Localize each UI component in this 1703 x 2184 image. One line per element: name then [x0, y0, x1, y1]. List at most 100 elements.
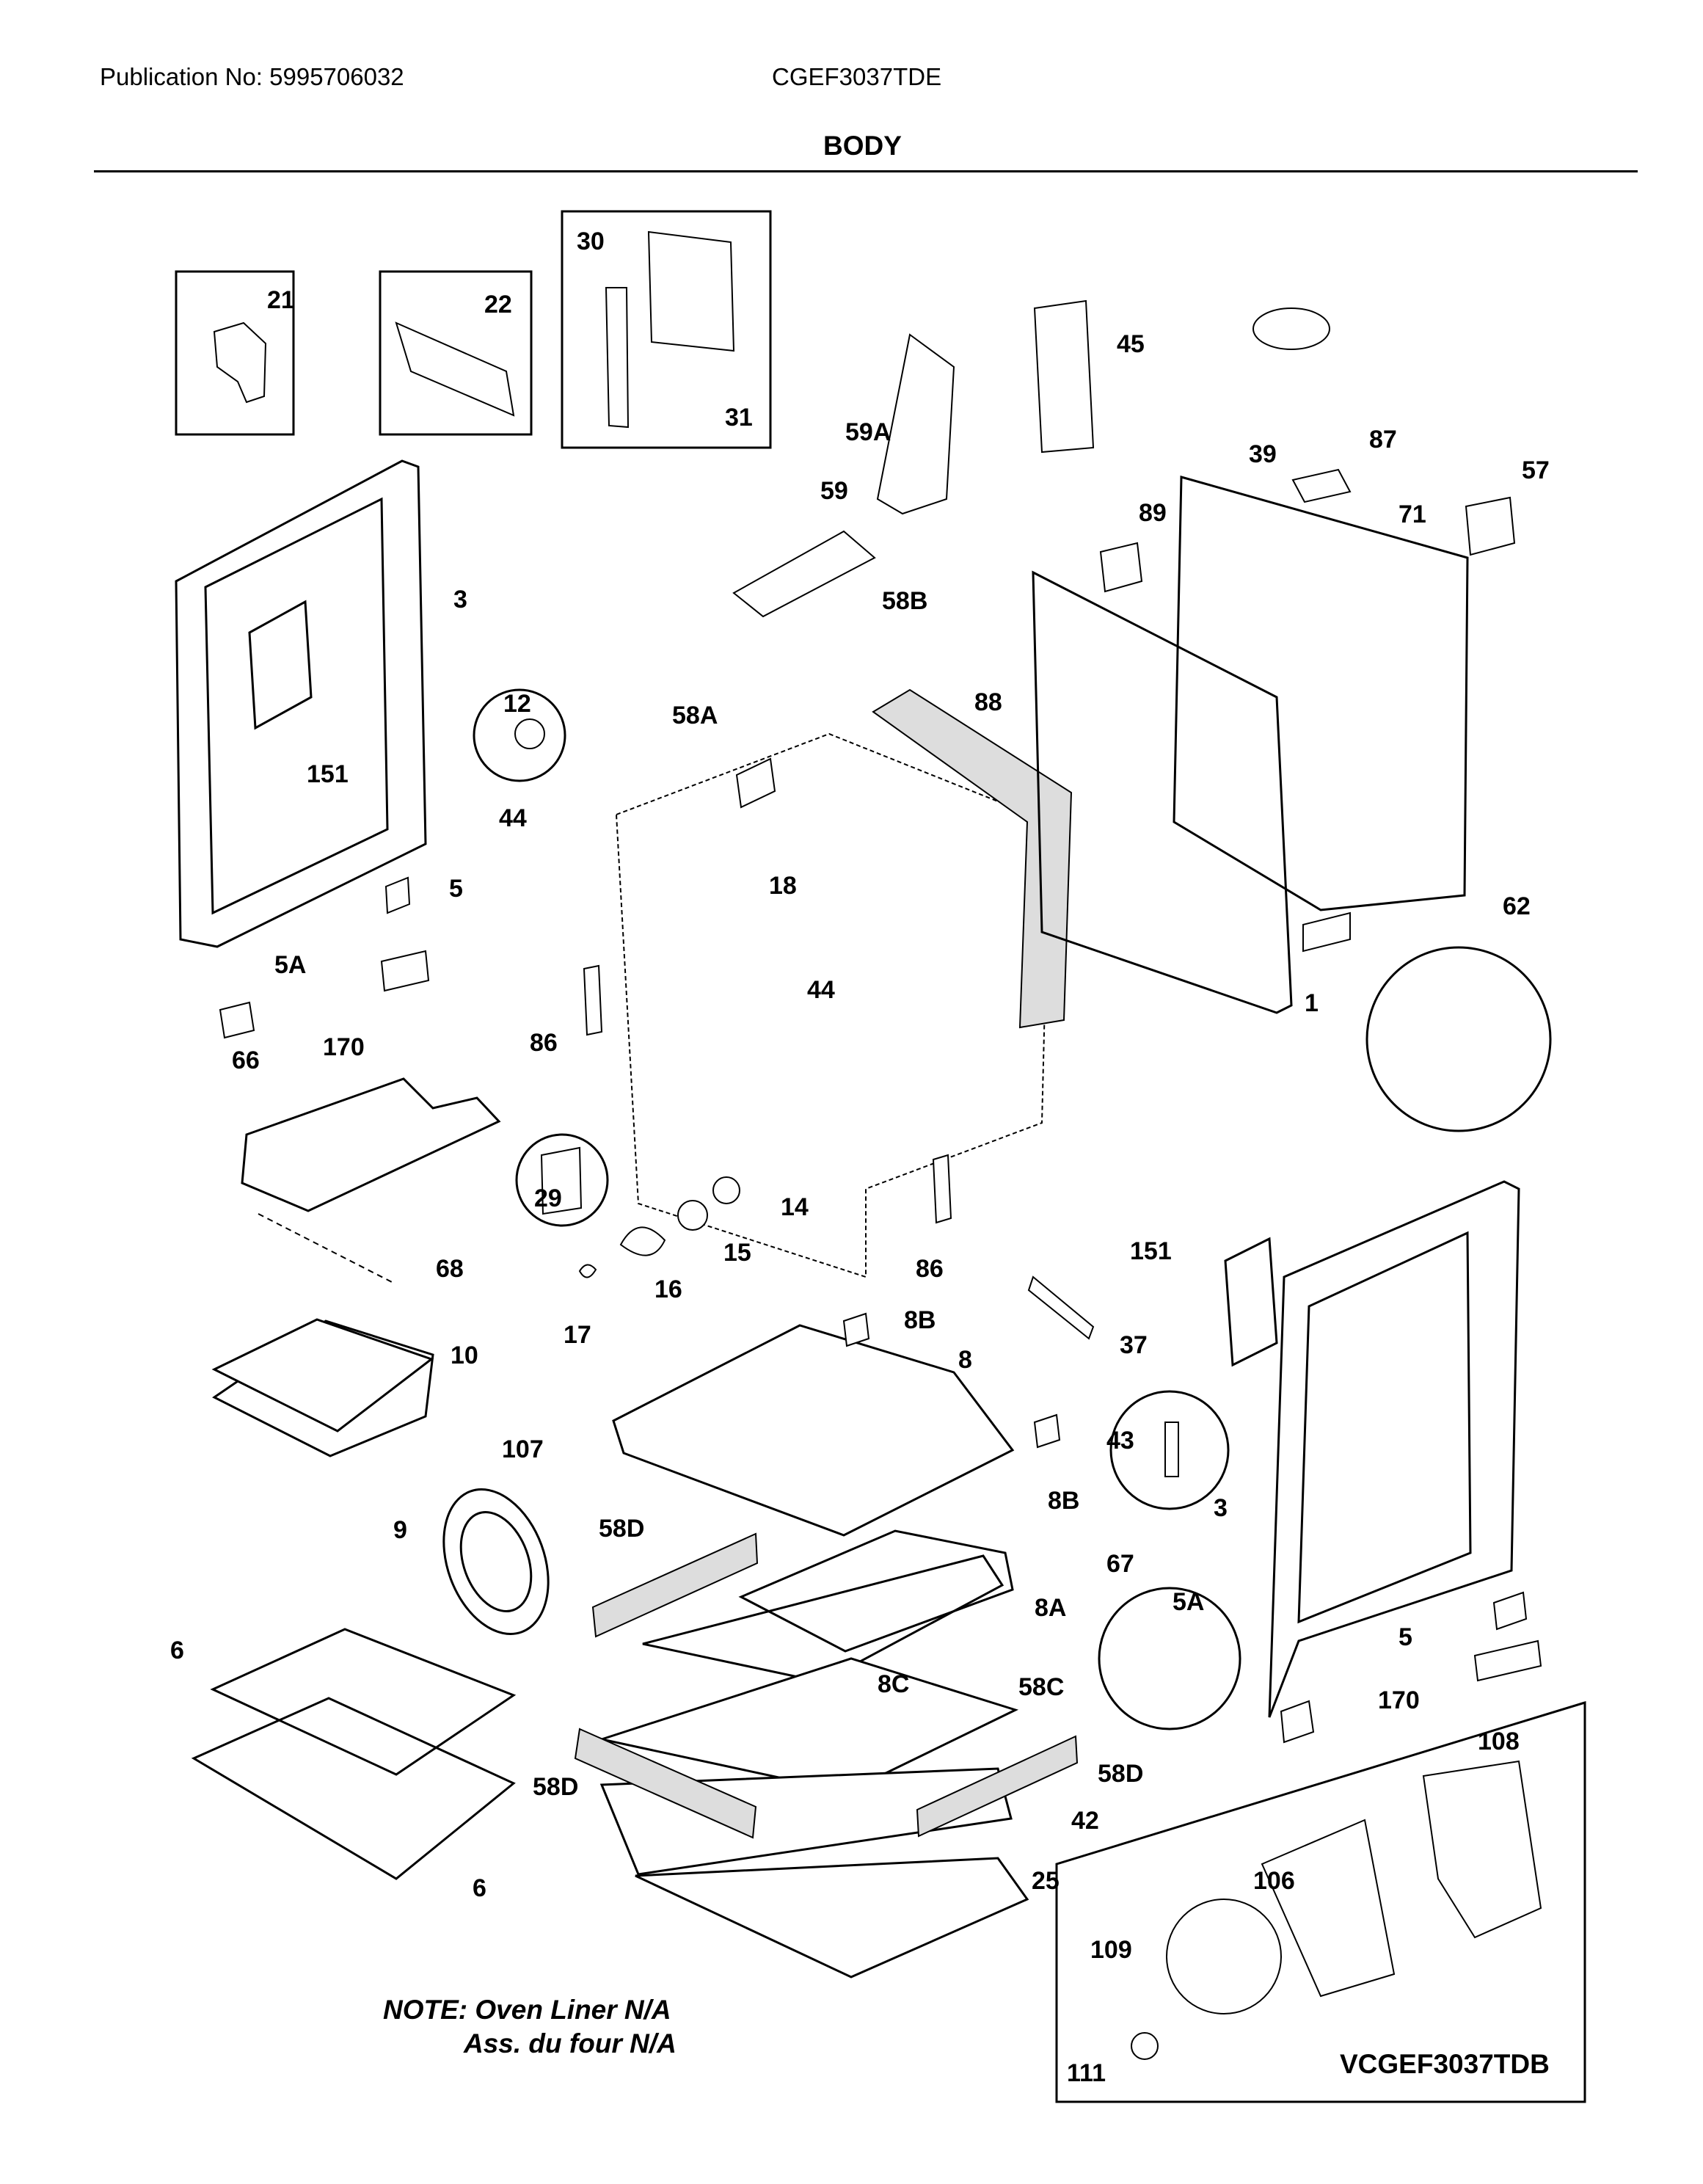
callout-6-upper: 6: [170, 1637, 184, 1664]
header-rule: [94, 170, 1638, 172]
callout-107: 107: [502, 1435, 544, 1463]
part-17-clip: [578, 1264, 597, 1278]
variant-label: VCGEF3037TDB: [1340, 2049, 1550, 2079]
detail-circle-5A: [1098, 1587, 1241, 1730]
callout-58D-upper: 58D: [599, 1515, 644, 1543]
callout-25: 25: [1032, 1867, 1060, 1895]
inset-box-30-31: [561, 210, 772, 449]
callout-8B-upper: 8B: [904, 1306, 936, 1334]
callout-68: 68: [436, 1255, 464, 1283]
side-panel-right: [1268, 1180, 1520, 1718]
part-45-channel: [1033, 299, 1095, 454]
callout-109: 109: [1090, 1936, 1132, 1964]
callout-111: 111: [1067, 2059, 1106, 2087]
part-170-bracket-left: [380, 950, 430, 992]
part-43-screw: [1164, 1422, 1179, 1477]
callout-42: 42: [1071, 1807, 1099, 1835]
callout-59A: 59A: [845, 418, 891, 446]
callout-18: 18: [769, 872, 797, 900]
model-number: CGEF3037TDE: [772, 63, 942, 90]
drawer-pan-8: [612, 1324, 1015, 1537]
part-22-bracket: [395, 321, 515, 417]
part-21-bracket: [213, 321, 267, 404]
part-31-strip: [605, 287, 630, 429]
part-39-cord: [1252, 307, 1330, 350]
oven-rack-upper: [210, 1628, 517, 1776]
callout-43: 43: [1106, 1427, 1134, 1455]
part-89-bracket: [1099, 542, 1143, 593]
callout-1: 1: [1305, 989, 1319, 1017]
side-panel-left-inner: [204, 497, 389, 915]
part-5-leveler-left: [384, 876, 411, 914]
callout-58D-lower-left: 58D: [533, 1773, 578, 1801]
part-10-broil-grid: [211, 1318, 434, 1433]
part-58D-strip-upper: [591, 1532, 759, 1638]
callout-151-right: 151: [1130, 1237, 1172, 1265]
callout-17: 17: [564, 1321, 591, 1349]
part-5A-foot-left: [219, 1001, 255, 1039]
part-37-sensor: [1027, 1275, 1095, 1340]
note-line-1: NOTE: Oven Liner N/A: [383, 1995, 671, 2025]
part-111-nut: [1131, 2032, 1159, 2060]
callout-14: 14: [781, 1193, 809, 1221]
part-106-bracket: [1261, 1819, 1396, 1998]
part-25-bottom: [635, 1857, 1029, 1979]
detail-circle-29: [515, 1133, 609, 1227]
callout-15: 15: [723, 1239, 751, 1267]
callout-29: 29: [534, 1184, 562, 1212]
callout-71: 71: [1398, 500, 1426, 528]
callout-58B: 58B: [882, 587, 927, 615]
callout-5-right: 5: [1398, 1623, 1412, 1651]
callout-8C: 8C: [878, 1670, 909, 1698]
callout-5A-left: 5A: [274, 951, 306, 979]
part-15-bulb: [677, 1200, 708, 1231]
section-title: BODY: [823, 131, 902, 161]
callout-86-left: 86: [530, 1029, 558, 1057]
callout-88: 88: [974, 688, 1002, 716]
callout-16: 16: [654, 1275, 682, 1303]
oven-rack-lower: [191, 1697, 516, 1880]
callout-170-left: 170: [323, 1033, 365, 1061]
part-68-shield: [258, 1213, 394, 1284]
callout-151-left: 151: [307, 760, 349, 788]
drawer-8A: [642, 1554, 1004, 1684]
part-151-bracket-left: [248, 600, 313, 730]
part-107-fan-grille: [459, 1511, 533, 1612]
part-151-bracket-right: [1224, 1237, 1278, 1367]
callout-67: 67: [1106, 1550, 1134, 1578]
part-12-socket: [514, 718, 545, 749]
callout-57: 57: [1522, 456, 1550, 484]
callout-108: 108: [1478, 1728, 1520, 1755]
side-panel-left: [175, 459, 427, 948]
side-panel-right-inner: [1297, 1231, 1472, 1624]
oven-cavity: [615, 732, 1051, 1278]
callout-8B-lower: 8B: [1048, 1487, 1079, 1515]
broil-element-66: [241, 1077, 501, 1212]
callout-86-right: 86: [916, 1255, 944, 1283]
callout-45: 45: [1117, 330, 1145, 358]
callout-58A: 58A: [672, 702, 718, 729]
callout-5A-right: 5A: [1173, 1588, 1204, 1616]
part-109-fan-blade: [1166, 1899, 1282, 2014]
rear-panel: [1032, 570, 1293, 1014]
part-58D-strip-lower-right: [916, 1735, 1079, 1838]
callout-6-lower: 6: [473, 1874, 486, 1902]
detail-circle-43: [1109, 1390, 1230, 1510]
callout-5-left: 5: [449, 875, 463, 903]
part-8B-bracket-lower: [1033, 1413, 1061, 1449]
callout-58C: 58C: [1018, 1673, 1064, 1701]
part-57-cover: [1465, 496, 1516, 556]
callout-39: 39: [1249, 440, 1277, 468]
bake-element-67: [738, 1529, 1014, 1653]
callout-30: 30: [577, 228, 605, 255]
part-29-bracket: [540, 1146, 583, 1215]
part-62-terminal-block: [1302, 911, 1351, 953]
note-line-2: Ass. du four N/A: [464, 2028, 677, 2059]
detail-circle-12: [473, 688, 566, 782]
callout-8: 8: [958, 1346, 972, 1374]
callout-37: 37: [1120, 1331, 1148, 1359]
detail-circle-62: [1365, 946, 1552, 1132]
callout-89: 89: [1139, 499, 1167, 527]
callout-8A: 8A: [1035, 1594, 1066, 1622]
